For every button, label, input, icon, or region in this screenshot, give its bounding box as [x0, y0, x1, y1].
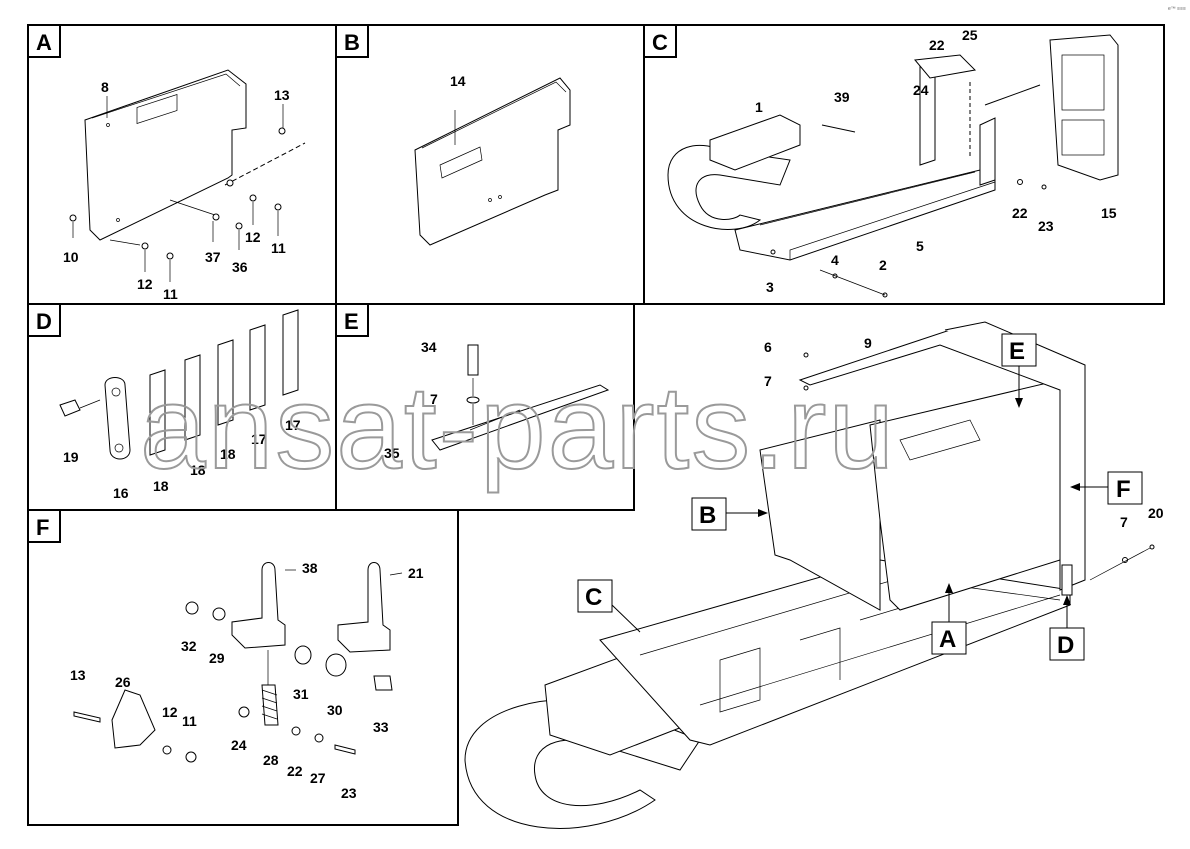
panel-e-letter: E [344, 309, 359, 334]
callout: 22 [1012, 205, 1028, 221]
callout: 16 [113, 485, 129, 501]
panel-c: C 22 25 24 1 39 15 22 [643, 24, 1165, 305]
callout: 12 [162, 704, 178, 720]
callout: 19 [63, 449, 79, 465]
label-d: D [1049, 595, 1085, 661]
callout: 1 [755, 99, 763, 115]
panel-b-letter-box [335, 24, 369, 58]
svg-text:A: A [939, 626, 956, 653]
callout: 7 [764, 373, 772, 389]
callout: 23 [1038, 218, 1054, 234]
callout: 22 [287, 763, 303, 779]
svg-text:C: C [585, 584, 602, 611]
label-c: C [577, 579, 641, 633]
shim-plates-drawing-d [59, 309, 299, 460]
panel-d-letter: D [36, 309, 52, 334]
watermark: ansat-parts.ru [140, 362, 896, 494]
side-panel-drawing-b [414, 77, 571, 246]
callout: 13 [274, 87, 290, 103]
panel-b-letter: B [344, 30, 360, 55]
callout: 37 [205, 249, 221, 265]
callout: 4 [831, 252, 839, 268]
main-assembly: 6 9 7 7 20 E F B C [464, 321, 1164, 829]
callout: 10 [63, 249, 79, 265]
label-a: A [931, 583, 967, 655]
callout: 14 [450, 73, 466, 89]
callout: 33 [373, 719, 389, 735]
callout: 17 [285, 417, 301, 433]
callout: 12 [245, 229, 261, 245]
callout: 20 [1148, 505, 1164, 521]
panel-a-letter-box [27, 24, 61, 58]
frame-assembly-drawing-c [667, 34, 1119, 298]
panel-c-letter: C [652, 30, 668, 55]
panel-a-letter: A [36, 30, 52, 55]
callout: 12 [137, 276, 153, 292]
callout: 7 [1120, 514, 1128, 530]
corner-mark: e™ ≡≡≡ [1168, 6, 1186, 12]
callout: 18 [220, 446, 236, 462]
callout: 13 [70, 667, 86, 683]
callout: 29 [209, 650, 225, 666]
callout: 7 [430, 391, 438, 407]
callout: 9 [864, 335, 872, 351]
side-panel-drawing-a [69, 69, 306, 282]
callout: 38 [302, 560, 318, 576]
callout: 39 [834, 89, 850, 105]
latch-mechanism-drawing-f [73, 562, 403, 763]
panel-e-frame [335, 303, 635, 511]
callout: 21 [408, 565, 424, 581]
callout: 5 [916, 238, 924, 254]
panel-c-frame [643, 24, 1165, 305]
callout: 24 [913, 82, 929, 98]
panel-e: E 34 7 35 [335, 303, 635, 511]
callout: 6 [764, 339, 772, 355]
callout: 34 [421, 339, 437, 355]
label-b: B [691, 497, 768, 531]
panel-a: A 8 [27, 24, 337, 305]
svg-text:F: F [1116, 476, 1131, 503]
panel-b: B 14 [335, 24, 645, 305]
main-assembly-drawing [464, 321, 1155, 829]
panel-f: F 38 21 32 29 31 30 33 [27, 509, 459, 826]
callout: 18 [153, 478, 169, 494]
panel-d-letter-box [27, 303, 61, 337]
callout: 11 [163, 286, 178, 302]
panel-f-frame [27, 509, 459, 826]
bracket-drawing-e [431, 344, 610, 451]
callout: 32 [181, 638, 197, 654]
panel-c-letter-box [643, 24, 677, 58]
callout: 2 [879, 257, 887, 273]
callout: 23 [341, 785, 357, 801]
callout: 17 [251, 431, 267, 447]
callout: 26 [115, 674, 131, 690]
svg-text:E: E [1009, 338, 1025, 365]
svg-text:D: D [1057, 632, 1074, 659]
panel-f-letter: F [36, 515, 49, 540]
svg-text:B: B [699, 502, 716, 529]
callout: 25 [962, 27, 978, 43]
label-e: E [1001, 333, 1037, 408]
callout: 18 [190, 462, 206, 478]
callout: 35 [384, 445, 400, 461]
callout: 27 [310, 770, 326, 786]
label-f: F [1070, 471, 1143, 505]
callout: 8 [101, 79, 109, 95]
callout: 22 [929, 37, 945, 53]
callout: 36 [232, 259, 248, 275]
callout: 11 [271, 240, 286, 256]
panel-f-letter-box [27, 509, 61, 543]
callout: 15 [1101, 205, 1117, 221]
callout: 11 [182, 713, 197, 729]
callout: 24 [231, 737, 247, 753]
callout: 30 [327, 702, 343, 718]
panel-e-letter-box [335, 303, 369, 337]
callout: 28 [263, 752, 279, 768]
callout: 31 [293, 686, 309, 702]
callout: 3 [766, 279, 774, 295]
